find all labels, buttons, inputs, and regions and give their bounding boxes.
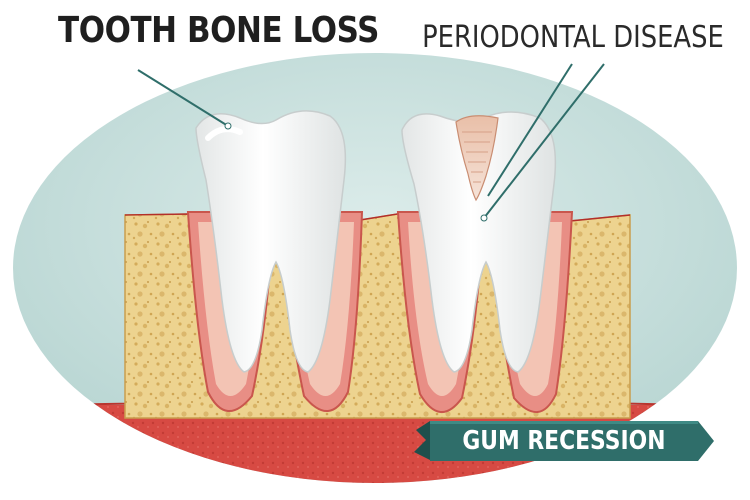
periodontal-leader-1 — [487, 63, 573, 197]
left-tooth — [195, 110, 347, 373]
periodontal-leader-2 — [483, 63, 605, 219]
tooth-bone-loss-label: TOOTH BONE LOSS — [58, 10, 380, 51]
periodontal-disease-label: PERIODONTAL DISEASE — [422, 20, 724, 55]
tooth-bone-loss-leader — [137, 69, 229, 127]
decay-cavity — [455, 115, 499, 202]
leader-lines — [137, 63, 605, 219]
gum-recession-label-box: GUM RECESSION — [430, 421, 698, 461]
gum-recession-banner — [414, 412, 714, 461]
gum-recession-label: GUM RECESSION — [462, 426, 666, 456]
